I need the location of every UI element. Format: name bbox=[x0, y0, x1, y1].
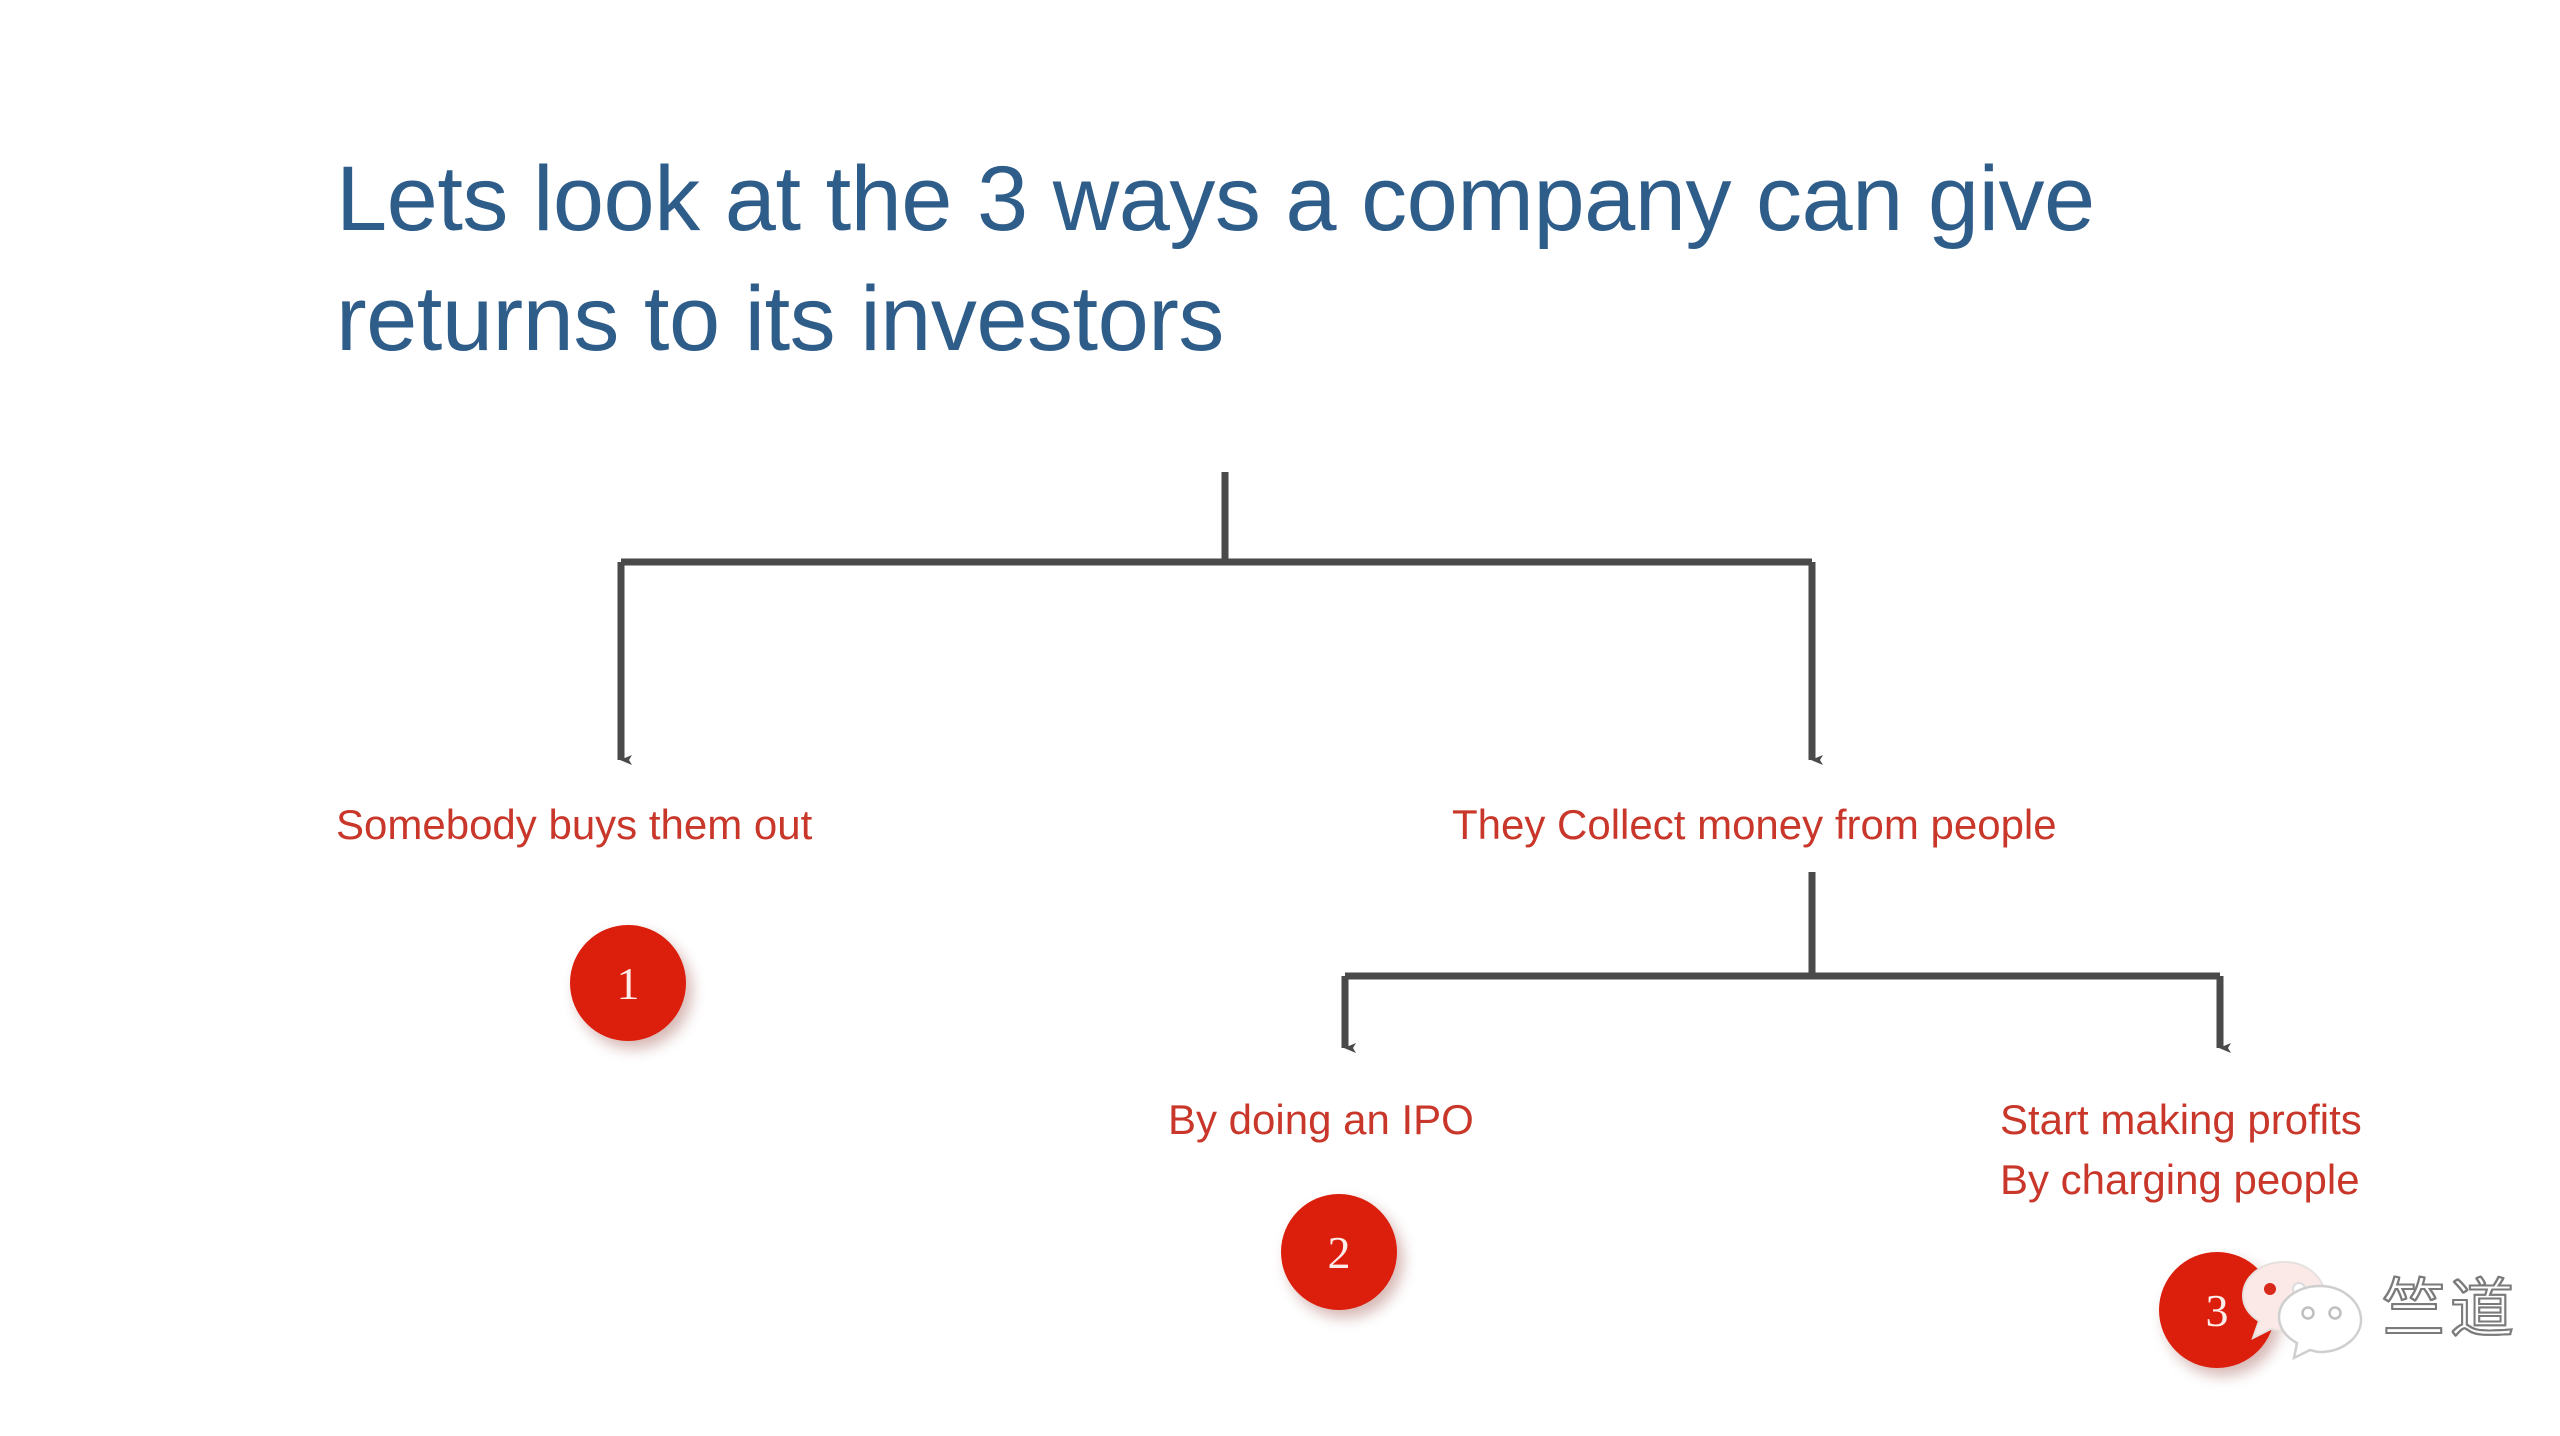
node-label-profits: Start making profits By charging people bbox=[2000, 1096, 2362, 1203]
node-label-buyout: Somebody buys them out bbox=[336, 801, 813, 848]
connector-level-2 bbox=[1341, 872, 2231, 1053]
page-title: Lets look at the 3 ways a company can gi… bbox=[336, 148, 2095, 370]
badge-number-2: 2 bbox=[1281, 1194, 1397, 1310]
connector-level-1 bbox=[617, 472, 1823, 765]
watermark: 竺道 bbox=[2240, 1258, 2518, 1362]
node-label-collect: They Collect money from people bbox=[1452, 801, 2057, 848]
badge-number-1: 1 bbox=[570, 925, 686, 1041]
wechat-icon bbox=[2241, 1260, 2363, 1361]
watermark-text: 竺道 bbox=[2381, 1273, 2518, 1347]
node-label-ipo: By doing an IPO bbox=[1168, 1096, 1474, 1143]
